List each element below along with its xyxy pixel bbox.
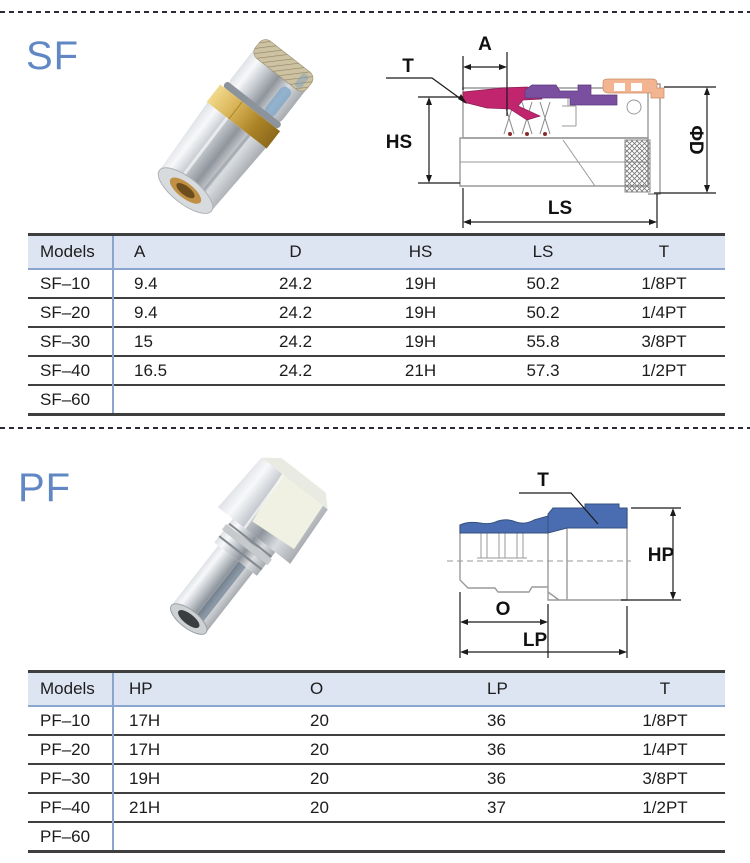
table-row: PF–60 [28, 822, 725, 852]
table-cell: 20 [310, 797, 329, 817]
column-header: HS [408, 242, 433, 261]
table-row: SF–60 [28, 385, 725, 415]
table-cell: 20 [310, 768, 329, 788]
table-cell: 36 [487, 739, 506, 759]
column-header: LS [532, 242, 554, 261]
table-cell: 1/8PT [641, 273, 687, 293]
column-header: LP [487, 679, 508, 698]
column-header: HP [129, 679, 153, 698]
pf-dimension-diagram: T HP O LP [447, 470, 681, 658]
table-cell: 3/8PT [641, 331, 687, 351]
table-row: PF–20 17H 20 36 1/4PT [28, 735, 725, 764]
table-cell: SF–10 [28, 269, 114, 298]
table-cell: 24.2 [278, 360, 313, 380]
table-cell [605, 822, 725, 852]
sf-table-header-row: Models A D HS LS T [28, 234, 725, 269]
table-cell: 1/8PT [642, 710, 688, 730]
table-cell: 21H [129, 797, 161, 817]
table-cell: 9.4 [134, 273, 158, 293]
column-header: T [658, 242, 670, 261]
table-cell: 3/8PT [642, 768, 688, 788]
table-cell: SF–60 [28, 385, 114, 415]
table-cell: SF–40 [28, 356, 114, 385]
table-row: SF–30 15 24.2 19H 55.8 3/8PT [28, 327, 725, 356]
pf-dim-label-hp: HP [648, 545, 675, 566]
table-cell [603, 385, 725, 415]
table-cell: 20 [310, 710, 329, 730]
table-cell: SF–20 [28, 298, 114, 327]
sf-dim-label-phi-d: ΦD [685, 125, 706, 154]
table-row: PF–30 19H 20 36 3/8PT [28, 764, 725, 793]
column-header: T [659, 679, 671, 698]
column-header: Models [28, 234, 114, 269]
table-cell: 17H [129, 739, 161, 759]
table-cell: 19H [404, 302, 437, 322]
table-cell: 37 [487, 797, 506, 817]
table-cell: 24.2 [278, 331, 313, 351]
column-header: Models [28, 671, 114, 706]
table-cell: 19H [404, 273, 437, 293]
table-cell: 16.5 [134, 360, 168, 380]
table-cell: 36 [487, 768, 506, 788]
table-cell: 1/2PT [642, 797, 688, 817]
table-cell: 19H [129, 768, 161, 788]
table-cell [295, 822, 465, 852]
sf-dim-label-ls: LS [548, 198, 572, 219]
table-cell: 20 [310, 739, 329, 759]
table-cell [113, 385, 233, 415]
table-cell: 57.3 [526, 360, 560, 380]
column-header: O [310, 679, 324, 698]
top-dashed-divider [0, 11, 750, 13]
sf-dim-label-a: A [478, 36, 492, 55]
table-cell: PF–40 [28, 793, 114, 822]
pf-product-photo [170, 457, 328, 635]
table-cell [483, 385, 603, 415]
table-cell: 24.2 [278, 302, 313, 322]
table-cell [465, 822, 605, 852]
table-cell [233, 385, 358, 415]
table-cell: 55.8 [526, 331, 560, 351]
table-cell: 50.2 [526, 302, 560, 322]
sf-dimension-diagram: A T HS LS ΦD [386, 36, 716, 228]
table-cell: PF–20 [28, 735, 114, 764]
pf-table-header-row: Models HP O LP T [28, 671, 725, 706]
column-header: D [289, 242, 302, 261]
table-cell: 15 [134, 331, 153, 351]
table-row: SF–20 9.4 24.2 19H 50.2 1/4PT [28, 298, 725, 327]
table-cell: 17H [129, 710, 161, 730]
table-cell: 21H [404, 360, 437, 380]
table-cell: PF–30 [28, 764, 114, 793]
pf-dim-label-o: O [496, 599, 511, 620]
table-cell: 1/2PT [641, 360, 687, 380]
sf-dim-label-hs: HS [386, 132, 412, 153]
mid-dashed-divider [0, 427, 750, 429]
sf-section-title: SF [26, 34, 80, 78]
table-cell: 24.2 [278, 273, 313, 293]
table-row: PF–10 17H 20 36 1/8PT [28, 706, 725, 735]
table-cell: PF–10 [28, 706, 114, 735]
table-cell: 1/4PT [642, 739, 688, 759]
pf-section-title: PF [18, 466, 72, 510]
table-row: PF–40 21H 20 37 1/2PT [28, 793, 725, 822]
table-cell: 1/4PT [641, 302, 687, 322]
table-cell: 9.4 [134, 302, 158, 322]
pf-dim-label-t: T [537, 470, 549, 491]
sf-product-photo [157, 39, 314, 214]
table-cell: PF–60 [28, 822, 114, 852]
table-row: SF–40 16.5 24.2 21H 57.3 1/2PT [28, 356, 725, 385]
column-header: A [134, 242, 146, 261]
table-cell: 50.2 [526, 273, 560, 293]
pf-dim-label-lp: LP [523, 630, 548, 651]
table-cell: 36 [487, 710, 506, 730]
table-row: SF–10 9.4 24.2 19H 50.2 1/8PT [28, 269, 725, 298]
sf-dim-label-t: T [402, 56, 414, 77]
pf-spec-table: Models HP O LP T PF–10 17H 20 36 1/8PT PF–20 17H 20… [28, 670, 725, 853]
table-cell [358, 385, 483, 415]
table-cell: SF–30 [28, 327, 114, 356]
table-cell: 19H [404, 331, 437, 351]
table-cell [113, 822, 295, 852]
